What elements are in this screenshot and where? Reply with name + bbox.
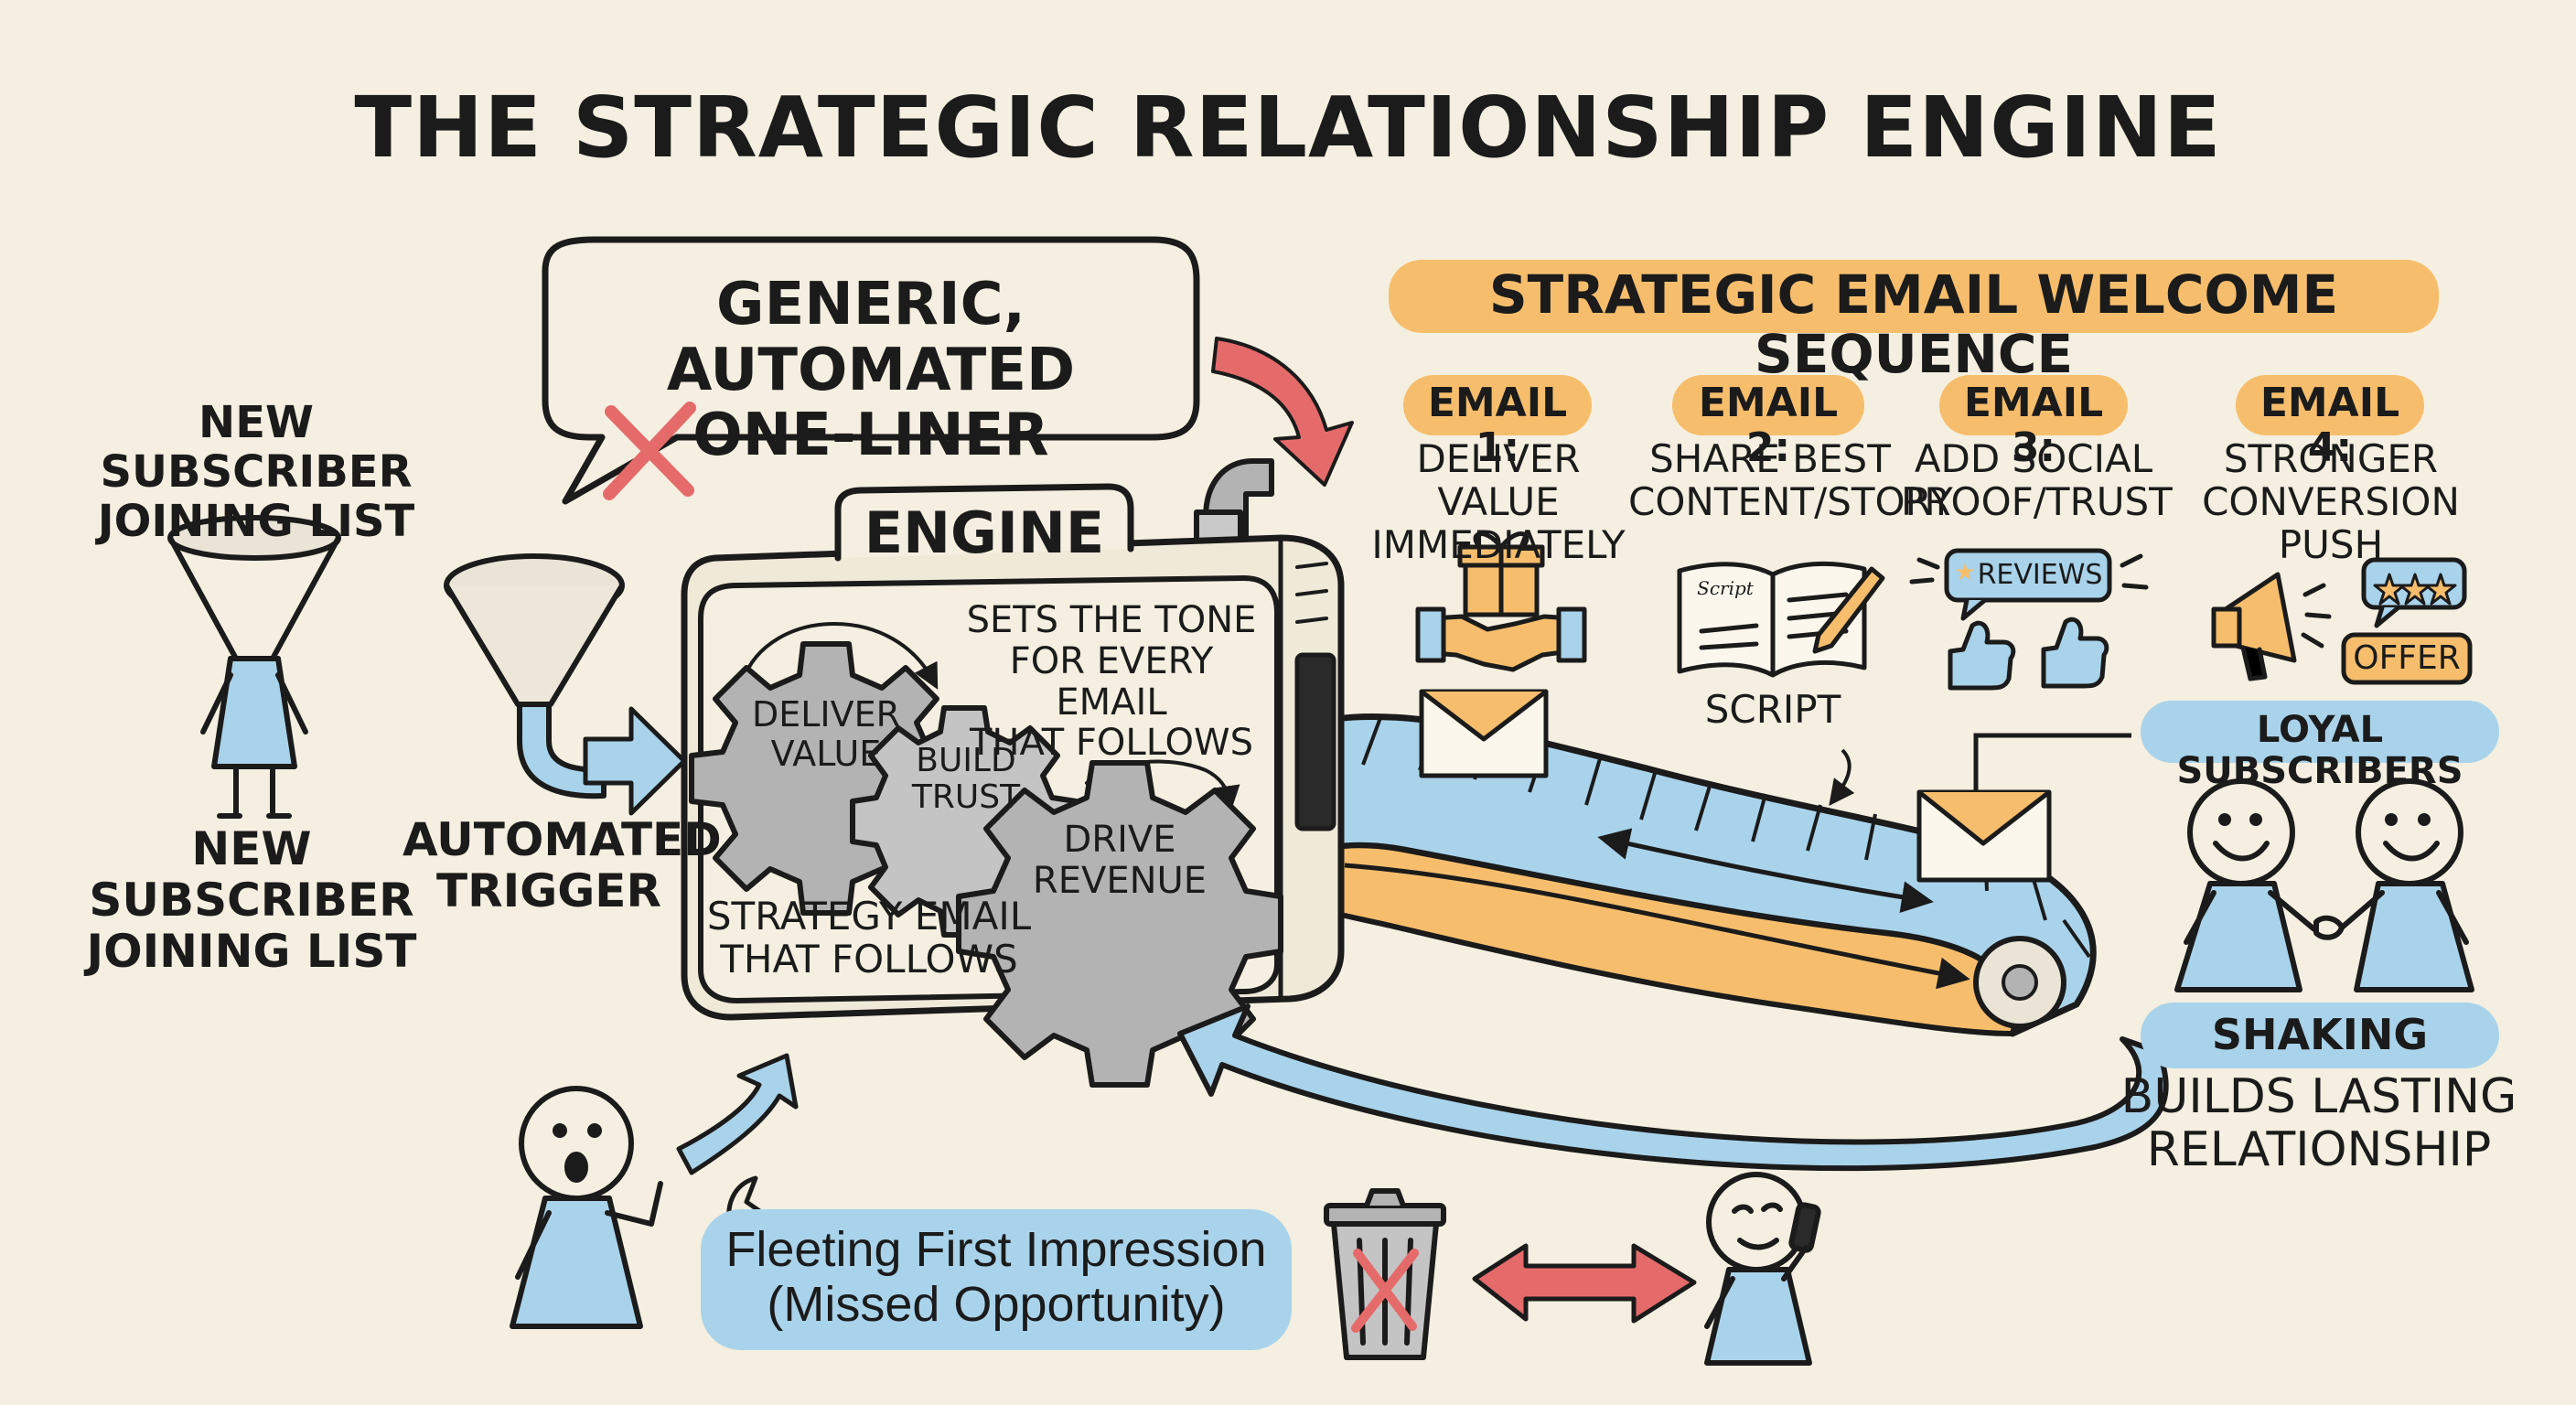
offer-icon-word: OFFER — [2353, 639, 2461, 677]
double-arrow-icon — [1472, 1243, 1697, 1324]
shaking-label: SHAKING — [2211, 1010, 2429, 1059]
script-label: SCRIPT — [1704, 687, 1841, 732]
email-1-tag-pill — [1403, 375, 1592, 435]
review-star-icon: ★ — [1954, 559, 1976, 586]
envelope-icon — [1916, 789, 2052, 883]
envelope-pointer-line — [1973, 733, 2131, 792]
email-3-tag: EMAIL 3: — [1963, 380, 2104, 472]
phone-figure — [1704, 1172, 1821, 1366]
impression-pill — [701, 1209, 1292, 1350]
trash-x-icon — [1351, 1249, 1419, 1333]
gear-label-deliver: DELIVER VALUE — [751, 694, 901, 774]
gear-icon — [956, 760, 1283, 1088]
speech-bubble-text: GENERIC, AUTOMATED ONE-LINER — [666, 271, 1076, 470]
script-pointer-arrow — [1829, 748, 1855, 806]
confused-figure — [510, 1086, 663, 1329]
email-1-tag: EMAIL 1: — [1427, 380, 1568, 472]
impression-label: Fleeting First Impression (Missed Opport… — [725, 1222, 1267, 1333]
sequence-header-pill — [1389, 260, 2439, 333]
loyal-subscribers-label: LOYAL SUBSCRIBERS — [2176, 709, 2463, 792]
script-icon-word: Script — [1697, 577, 1754, 599]
loyal-subscriber-figure — [2313, 778, 2474, 992]
email-4-desc: STRONGER CONVERSION PUSH — [2202, 436, 2460, 568]
email-3-tag-pill — [1939, 375, 2128, 435]
speech-bubble — [542, 236, 1200, 505]
loyal-subscribers-pill — [2141, 701, 2499, 763]
figure-to-engine-arrow — [676, 1053, 799, 1175]
email-2-tag-pill — [1672, 375, 1864, 435]
automated-trigger-label: AUTOMATED TRIGGER — [402, 813, 722, 917]
envelope-icon — [1419, 689, 1549, 778]
trash-can-icon — [1324, 1188, 1446, 1360]
reject-x-icon — [603, 402, 696, 500]
engine-label: ENGINE — [864, 499, 1105, 566]
tone-text: SETS THE TONE FOR EVERY EMAIL THAT FOLLO… — [966, 599, 1257, 765]
trigger-arrow — [583, 706, 687, 816]
gear-label-build: BUILD TRUST — [911, 742, 1021, 817]
gear-label-drive: DRIVE REVENUE — [1032, 819, 1208, 902]
new-subscriber-top-label: NEW SUBSCRIBER JOINING LIST — [97, 397, 415, 547]
return-loop-arrow — [1177, 1003, 2169, 1172]
reviews-icon-word: REVIEWS — [1977, 559, 2103, 591]
email-4-tag: EMAIL 4: — [2259, 380, 2400, 472]
strategy-text: STRATEGY EMAIL THAT FOLLOWS — [706, 894, 1032, 982]
loyal-subscriber-figure — [2174, 778, 2334, 992]
conveyor-belt — [1263, 713, 2097, 1037]
script-book-icon — [1677, 561, 1885, 678]
shaking-pill — [2141, 1003, 2499, 1068]
email-2-tag: EMAIL 2: — [1698, 380, 1839, 472]
trigger-funnel — [444, 553, 625, 799]
new-subscriber-bottom-label: NEW SUBSCRIBER JOINING LIST — [86, 822, 417, 978]
reviews-thumbs-icon — [1909, 548, 2149, 691]
megaphone-offer-icon — [2211, 557, 2473, 685]
email-2-desc: SHARE BEST CONTENT/STORY — [1628, 436, 1953, 525]
gift-handshake-icon — [1415, 531, 1587, 672]
page-title: THE STRATEGIC RELATIONSHIP ENGINE — [354, 79, 2222, 177]
bubble-to-belt-arrow — [1211, 337, 1354, 487]
email-4-tag-pill — [2236, 375, 2424, 435]
email-1-desc: DELIVER VALUE IMMEDIATELY — [1371, 436, 1626, 568]
relationship-label: BUILDS LASTING RELATIONSHIP — [2120, 1069, 2517, 1178]
sequence-header: STRATEGIC EMAIL WELCOME SEQUENCE — [1488, 263, 2339, 385]
funnel-head-figure — [167, 515, 341, 819]
email-3-desc: ADD SOCIAL PROOF/TRUST — [1901, 436, 2173, 525]
